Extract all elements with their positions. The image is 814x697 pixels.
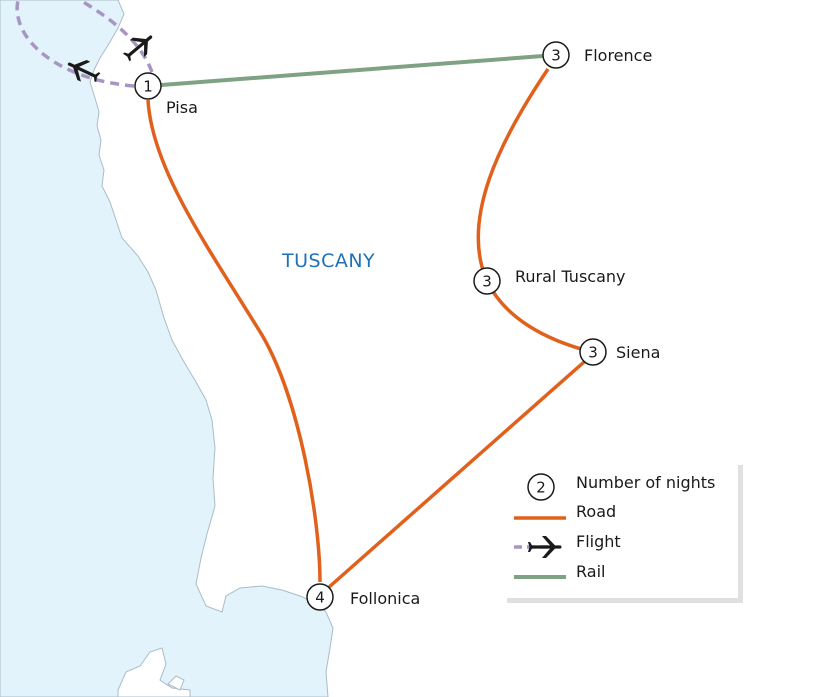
road-route-siena-follonica (326, 360, 586, 590)
stop-label: Pisa (166, 98, 198, 117)
islet (117, 647, 191, 697)
stop-label: Rural Tuscany (515, 267, 625, 286)
islet-2 (167, 675, 185, 691)
stop-siena: 3 Siena (579, 338, 660, 366)
airplane-icon (122, 35, 153, 62)
flight-route-2 (79, 0, 154, 73)
stop-nights: 3 (551, 47, 561, 65)
stop-florence: 3 Florence (542, 41, 652, 69)
stop-label: Siena (616, 343, 660, 362)
legend-flight-label: Flight (576, 532, 621, 551)
stop-label: Follonica (350, 589, 420, 608)
airplane-icon (67, 60, 101, 83)
legend-nights-sample: 2 (536, 479, 546, 497)
stop-rural-tuscany: 3 Rural Tuscany (473, 267, 625, 295)
stop-nights: 3 (588, 344, 598, 362)
stop-follonica: 4 Follonica (306, 583, 420, 611)
stop-pisa: 1 Pisa (134, 72, 198, 117)
stop-label: Florence (584, 46, 652, 65)
region-label: TUSCANY (281, 250, 375, 272)
flight-route (15, 0, 135, 88)
legend-nights-label: Number of nights (576, 473, 715, 492)
rail-route (147, 53, 557, 88)
stop-nights: 1 (143, 78, 153, 96)
airplane-icon (528, 536, 562, 558)
road-route-florence-rural (476, 68, 550, 282)
road-route-follonica-pisa (146, 99, 322, 583)
legend: 2 Number of nights Road Flight Rail (502, 460, 743, 603)
stop-nights: 3 (482, 273, 492, 291)
legend-road-label: Road (576, 502, 616, 521)
legend-rail-label: Rail (576, 562, 605, 581)
stop-nights: 4 (315, 589, 325, 607)
sea (0, 0, 334, 697)
